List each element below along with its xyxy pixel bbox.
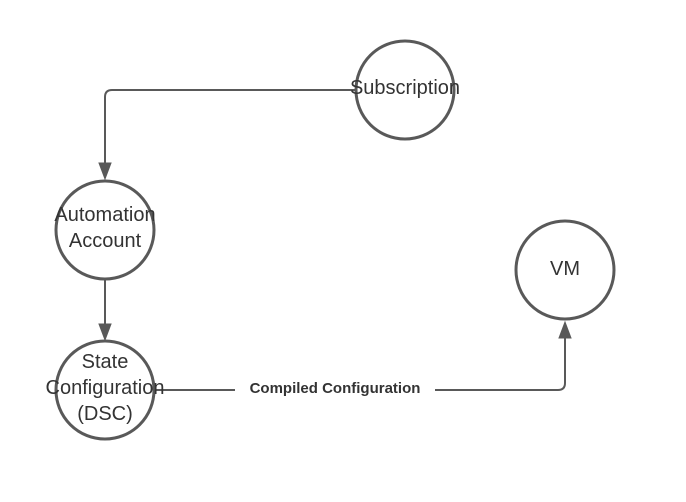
node-label-line-1: State [82,351,129,373]
edge-state-configuration-to-vm[interactable]: Compiled Configuration [155,320,572,398]
node-circle [354,39,456,141]
node-label: Subscription [350,77,460,99]
arrow-head-icon [558,320,572,339]
node-label-line-2: Account [69,230,142,252]
arrow-head-icon [98,323,112,342]
node-vm[interactable]: VM [514,219,616,321]
node-label: VM [550,258,580,280]
edge-label-background [235,378,435,398]
node-circle [54,339,156,441]
edge-subscription-to-automation-account[interactable] [98,89,356,181]
edge-label-compiled-configuration: Compiled Configuration [250,380,421,397]
node-label-line-2: Configuration [46,377,165,399]
arrow-head-icon [98,162,112,181]
node-circle [54,179,156,281]
node-subscription[interactable]: Subscription [350,39,460,141]
node-automation-account[interactable]: Automation Account [54,179,156,281]
node-label-line-1: Automation [54,204,155,226]
node-state-configuration[interactable]: State Configuration (DSC) [46,339,165,441]
node-circle [514,219,616,321]
node-label-line-3: (DSC) [77,403,133,425]
edge-automation-account-to-state-configuration[interactable] [98,280,112,342]
